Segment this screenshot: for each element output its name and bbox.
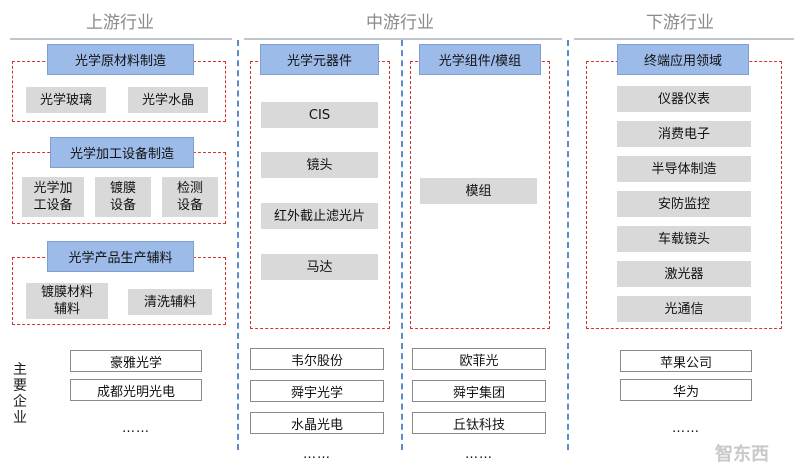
equipment-title: 光学加工设备制造	[50, 137, 194, 168]
application-item: 光通信	[617, 296, 751, 322]
main-companies-label: 主要企业	[12, 362, 28, 426]
raw-material-item: 光学水晶	[128, 87, 208, 113]
stage-downstream-title: 下游行业	[646, 13, 714, 33]
company-box: 丘钛科技	[412, 412, 546, 434]
company-ellipsis: ……	[465, 447, 493, 462]
components-title: 光学元器件	[260, 44, 379, 75]
company-box: 韦尔股份	[250, 348, 384, 370]
application-item: 半导体制造	[617, 156, 751, 182]
main-companies-label-text: 主要企业	[13, 362, 27, 426]
application-item: 激光器	[617, 261, 751, 287]
company-box: 华为	[620, 379, 752, 401]
component-item: 镜头	[261, 152, 378, 178]
company-ellipsis: ……	[122, 421, 150, 436]
company-box: 舜宇光学	[250, 380, 384, 402]
component-item: CIS	[261, 102, 378, 128]
midstream-header-line	[244, 38, 562, 40]
raw-materials-title: 光学原材料制造	[47, 44, 194, 75]
auxiliary-item: 镀膜材料 辅料	[26, 283, 108, 319]
separator-midstream-inner	[401, 40, 403, 450]
separator-upstream-midstream	[237, 40, 239, 450]
company-box: 豪雅光学	[70, 350, 202, 372]
auxiliary-item: 清洗辅料	[128, 289, 212, 315]
modules-title: 光学组件/模组	[419, 44, 541, 75]
auxiliary-title: 光学产品生产辅料	[47, 241, 194, 272]
application-item: 消费电子	[617, 121, 751, 147]
component-item: 红外截止滤光片	[261, 203, 378, 229]
applications-title: 终端应用领域	[617, 44, 749, 75]
company-ellipsis: ……	[672, 421, 700, 436]
company-box: 苹果公司	[620, 350, 752, 372]
application-item: 安防监控	[617, 191, 751, 217]
equipment-item: 光学加 工设备	[22, 177, 84, 217]
stage-upstream-title: 上游行业	[86, 13, 154, 33]
application-item: 仪器仪表	[617, 86, 751, 112]
company-box: 欧菲光	[412, 348, 546, 370]
watermark-logo: 智东西	[715, 444, 769, 465]
module-item: 模组	[420, 178, 537, 204]
equipment-item: 检测 设备	[162, 177, 218, 217]
equipment-item: 镀膜 设备	[95, 177, 151, 217]
downstream-header-line	[574, 38, 794, 40]
company-box: 水晶光电	[250, 412, 384, 434]
stage-midstream-title: 中游行业	[366, 13, 434, 33]
company-box: 成都光明光电	[70, 379, 202, 401]
separator-midstream-downstream	[567, 40, 569, 450]
upstream-header-line	[10, 38, 232, 40]
component-item: 马达	[261, 254, 378, 280]
application-item: 车载镜头	[617, 226, 751, 252]
raw-material-item: 光学玻璃	[26, 87, 106, 113]
company-box: 舜宇集团	[412, 380, 546, 402]
company-ellipsis: ……	[303, 447, 331, 462]
